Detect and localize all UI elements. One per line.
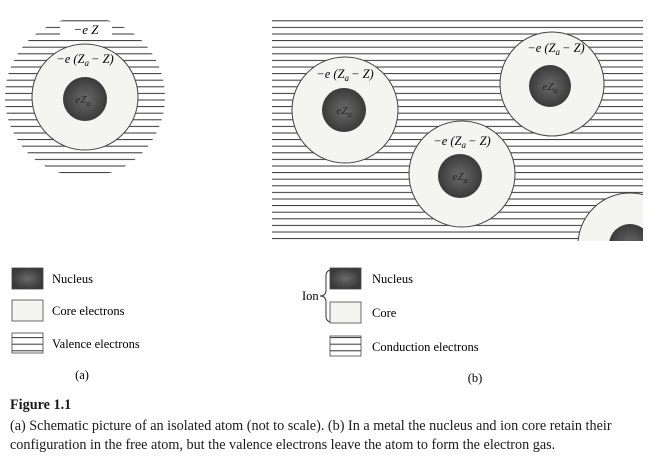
ion-middle-charge-label: −e (Za− Z) xyxy=(433,134,490,150)
legend-valence-label: Valence electrons xyxy=(52,337,140,351)
ion-top-right-nucleus-label: eZa xyxy=(543,81,558,95)
ion-partial-nucleus xyxy=(609,224,643,241)
core-charge-label: −e (Za− Z) xyxy=(56,52,113,68)
legend-a-core: Core electrons xyxy=(11,299,125,322)
legend-b-core: Core xyxy=(329,301,397,324)
legend-a: Nucleus Core electrons Valence electrons… xyxy=(11,267,140,382)
nucleus-charge-label: eZa xyxy=(76,94,91,108)
legend-b-nucleus-label: Nucleus xyxy=(372,272,413,286)
figure-title: Figure 1.1 xyxy=(10,397,72,413)
legend-nucleus-label: Nucleus xyxy=(52,272,93,286)
ion-top-right-charge-label: −e (Za− Z) xyxy=(527,41,584,57)
legend-valence-swatch xyxy=(11,332,44,354)
ion-partial-bottom-right xyxy=(577,192,643,241)
legend-a-valence: Valence electrons xyxy=(11,332,140,354)
figure-caption: Figure 1.1 (a) Schematic picture of an i… xyxy=(10,396,650,455)
ion-middle: eZa −e (Za− Z) xyxy=(408,120,516,228)
outer-label-bg xyxy=(60,22,112,37)
panel-a-label: (a) xyxy=(75,368,89,382)
nucleus xyxy=(63,77,107,121)
legend-nucleus-swatch xyxy=(11,267,44,290)
legend-a-nucleus: Nucleus xyxy=(11,267,93,290)
ion-left-nucleus-label: eZa xyxy=(337,105,352,119)
legend-b: Ion Nucleus Core Conduction electrons (b… xyxy=(302,267,483,385)
ion-top-right-nucleus xyxy=(529,65,571,107)
panel-b-metal: eZa −e (Za− Z) eZa −e (Za− Z) eZa −e (Za… xyxy=(272,20,643,241)
legend-core-label: Core electrons xyxy=(52,304,125,318)
ion-brace xyxy=(319,269,333,323)
figure-1-1: −e Z −e (Za− Z) eZa eZa −e (Za− Z) eZa −… xyxy=(5,17,643,385)
ion-middle-nucleus-label: eZa xyxy=(453,171,468,185)
figure-caption-text: (a) Schematic picture of an isolated ato… xyxy=(10,418,612,453)
legend-b-core-label: Core xyxy=(372,306,397,320)
ion-top-right: eZa −e (Za− Z) xyxy=(499,31,605,137)
legend-b-nucleus-swatch xyxy=(329,267,362,290)
ion-left: eZa −e (Za− Z) xyxy=(291,56,399,164)
ion-left-nucleus xyxy=(322,88,366,132)
outer-charge-label: −e Z xyxy=(73,22,99,37)
ion-left-charge-label: −e (Za− Z) xyxy=(316,67,373,83)
legend-b-core-swatch xyxy=(329,301,362,324)
ion-middle-nucleus xyxy=(438,154,482,198)
legend-conduction-swatch xyxy=(329,335,362,357)
legend-conduction-label: Conduction electrons xyxy=(372,340,479,354)
legend-core-swatch xyxy=(11,299,44,322)
legend-b-conduction: Conduction electrons xyxy=(329,335,479,357)
panel-b-label: (b) xyxy=(468,371,483,385)
legend-ion-group-label: Ion xyxy=(302,289,319,303)
panel-a-atom: −e Z −e (Za− Z) eZa xyxy=(5,17,165,177)
legend-b-nucleus: Nucleus xyxy=(329,267,413,290)
